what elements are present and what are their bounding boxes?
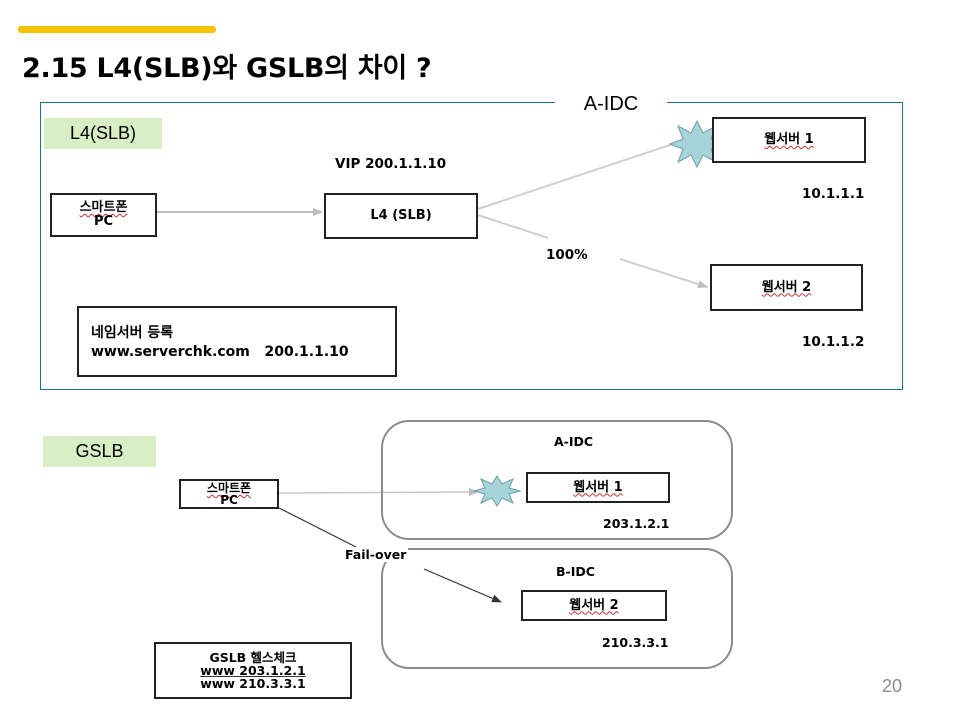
lb-to-server1-arrow <box>477 132 707 210</box>
l4-server2-ip: 10.1.1.2 <box>802 334 865 350</box>
gslb-failover-to-server2-arrow <box>423 568 502 603</box>
failover-label: Fail-over <box>343 547 409 562</box>
l4-panel <box>40 102 903 390</box>
l4-client-line2: PC <box>93 214 114 229</box>
l4-server2-label: 웹서버 2 <box>761 279 812 295</box>
gslb-server1-ip: 203.1.2.1 <box>603 516 670 531</box>
idc-a-cloud <box>381 420 733 540</box>
nameserver-line1: 네임서버 등록 <box>91 325 174 341</box>
slide-title: 2.15 L4(SLB)와 GSLB의 차이 ? <box>22 53 432 84</box>
lb-to-server2-line-b <box>619 258 708 289</box>
gslb-server1-box: 웹서버 1 <box>526 472 670 503</box>
gslb-client-line1: 스마트폰 <box>206 481 252 495</box>
ratio-label: 100% <box>546 247 588 263</box>
gslb-server1-label: 웹서버 1 <box>573 479 623 495</box>
gslb-server2-ip: 210.3.3.1 <box>602 635 669 650</box>
l4-slb-tag: L4(SLB) <box>44 118 162 149</box>
l4-slb-box-label: L4 (SLB) <box>370 208 432 223</box>
healthcheck-line1: GSLB 헬스체크 <box>209 650 297 665</box>
l4-server2-box: 웹서버 2 <box>710 264 863 311</box>
l4-panel-heading: A-IDC <box>555 91 667 117</box>
gslb-client-to-server1-arrow <box>278 488 479 497</box>
gslb-server2-label: 웹서버 2 <box>569 597 619 613</box>
vip-label: VIP 200.1.1.10 <box>335 156 447 172</box>
l4-server1-box: 웹서버 1 <box>712 117 866 163</box>
idc-b-label: B-IDC <box>556 564 595 579</box>
idc-b-cloud <box>381 548 733 669</box>
l4-slb-box: L4 (SLB) <box>324 193 478 239</box>
title-accent-bar <box>18 26 216 33</box>
gslb-server2-box: 웹서버 2 <box>521 590 667 621</box>
l4-client-line1: 스마트폰 <box>79 200 128 215</box>
l4-server1-label: 웹서버 1 <box>764 132 814 147</box>
gslb-client-box: 스마트폰 PC <box>179 479 279 509</box>
healthcheck-box: GSLB 헬스체크 www 203.1.2.1 www 210.3.3.1 <box>154 642 352 699</box>
page-number: 20 <box>881 676 902 696</box>
nameserver-line2: www.serverchk.com 200.1.1.10 <box>91 344 349 360</box>
l4-server1-ip: 10.1.1.1 <box>802 186 865 202</box>
gslb-client-line2: PC <box>220 493 238 507</box>
l4-client-box: 스마트폰 PC <box>50 193 157 237</box>
gslb-tag: GSLB <box>43 436 156 467</box>
gslb-client-to-failover-line <box>278 507 357 548</box>
idc-a-label: A-IDC <box>554 434 594 449</box>
gslb-burst-icon <box>472 475 522 507</box>
nameserver-box: 네임서버 등록 www.serverchk.com 200.1.1.10 <box>77 306 397 377</box>
healthcheck-line3: www 210.3.3.1 <box>200 676 306 691</box>
healthcheck-line2: www 203.1.2.1 <box>200 663 306 678</box>
lb-to-server2-line-a <box>477 214 549 239</box>
